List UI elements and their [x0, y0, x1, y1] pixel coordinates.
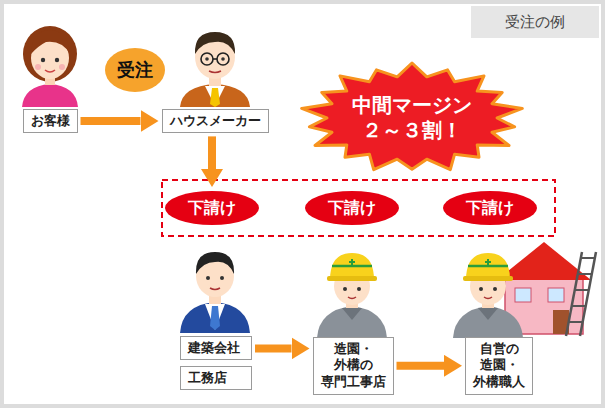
oval-badge: 下請け	[164, 190, 260, 226]
flow-arrow	[255, 344, 292, 352]
node-label: 工務店	[188, 370, 227, 387]
node-label: 自営の 造園・外構職人	[473, 341, 525, 392]
housemaker-figure	[180, 32, 250, 107]
label-box: 自営の 造園・外構職人	[465, 337, 533, 396]
flow-arrow	[208, 136, 216, 169]
oval-badge: 下請け	[442, 190, 538, 226]
oval-fill	[105, 48, 165, 92]
label-box: ハウスメーカー	[162, 109, 269, 134]
node-label: 造園・外構の 専門工事店	[321, 341, 386, 392]
node-label: ハウスメーカー	[170, 113, 261, 130]
node-label: 下請け	[188, 198, 236, 218]
node-label: 中間マージン ２～３割！	[352, 93, 472, 143]
customer-figure	[22, 26, 78, 107]
node-label: 下請け	[328, 198, 376, 218]
node-label: お客様	[31, 113, 70, 130]
title-tag: 受注の例	[471, 6, 599, 38]
worker-figure	[453, 253, 523, 338]
worker-figure	[317, 253, 387, 338]
oval-fill	[443, 191, 537, 225]
oval-badge: 下請け	[304, 190, 400, 226]
label-box: 造園・外構の 専門工事店	[313, 337, 394, 396]
node-label: 建築会社	[188, 340, 240, 357]
label-box: 建築会社	[180, 336, 252, 361]
node-label: 下請け	[466, 198, 514, 218]
oval-fill	[305, 191, 399, 225]
node-label: 受注	[117, 59, 153, 82]
dashed-group	[162, 180, 555, 236]
oval-badge: 受注	[104, 47, 166, 93]
company-figure	[180, 252, 250, 333]
starburst-callout: 中間マージン ２～３割！	[297, 60, 527, 176]
label-box: お客様	[23, 109, 78, 134]
starburst-fill	[302, 63, 523, 170]
flow-arrow	[81, 117, 141, 125]
flow-arrow	[397, 362, 445, 370]
oval-fill	[165, 191, 259, 225]
label-box: 工務店	[180, 366, 252, 391]
